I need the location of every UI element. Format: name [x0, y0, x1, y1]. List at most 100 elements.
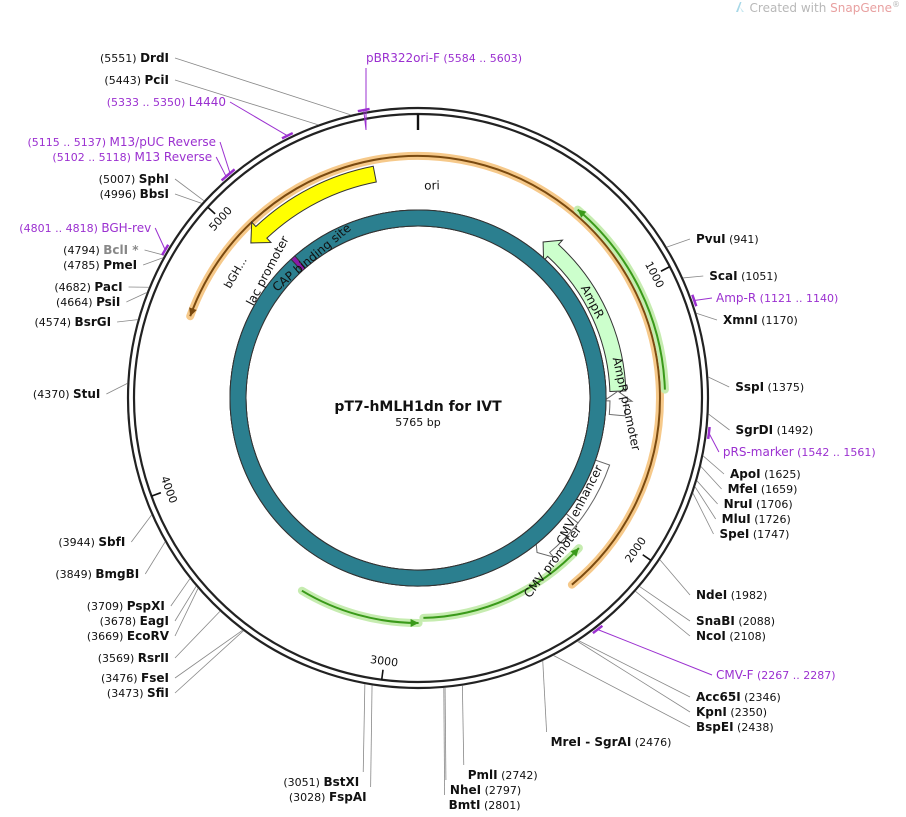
site-label-bmgbi[interactable]: (3849) BmgBI — [55, 567, 139, 581]
site-leader-mrei-sgrai — [542, 660, 548, 733]
primer-label-m13-reverse[interactable]: (5102 .. 5118) M13 Reverse — [52, 150, 212, 164]
site-label-ncoi[interactable]: NcoI (2108) — [696, 629, 766, 643]
site-leader-sbfi — [131, 514, 152, 543]
site-label-bcli[interactable]: (4794) BclI * — [63, 243, 139, 257]
site-leader-kpni — [577, 641, 691, 713]
feature-ampr[interactable] — [542, 239, 627, 392]
site-label-bbsi[interactable]: (4996) BbsI — [100, 187, 169, 201]
primer-mark-prs-marker[interactable] — [706, 426, 711, 440]
site-label-nhei[interactable]: NheI (2797) — [450, 783, 521, 797]
feature-ampr-promoter[interactable] — [602, 390, 634, 417]
site-label-stui[interactable]: (4370) StuI — [33, 387, 100, 401]
site-position: (2742) — [498, 769, 538, 782]
primer-name: Amp-R — [716, 291, 756, 305]
site-label-sfii[interactable]: (3473) SfiI — [107, 686, 169, 700]
tick-label-1000: 1000 — [642, 259, 666, 290]
snapgene-watermark: Created with SnapGene® — [734, 0, 900, 15]
site-name: PmeI — [103, 258, 137, 272]
site-name: EagI — [140, 614, 169, 628]
site-label-mlui[interactable]: MluI (1726) — [722, 512, 791, 526]
site-label-bmti[interactable]: BmtI (2801) — [449, 798, 521, 812]
site-label-spei[interactable]: SpeI (1747) — [719, 527, 789, 541]
site-label-pvui[interactable]: PvuI (941) — [696, 232, 759, 246]
site-label-sphi[interactable]: (5007) SphI — [99, 172, 169, 186]
site-position: (941) — [726, 233, 759, 246]
site-label-bsrgi[interactable]: (4574) BsrGI — [34, 315, 111, 329]
site-label-sspi[interactable]: SspI (1375) — [735, 380, 804, 394]
site-label-pspxi[interactable]: (3709) PspXI — [87, 599, 165, 613]
site-label-eagi[interactable]: (3678) EagI — [100, 614, 169, 628]
feature-label-ori: ori — [424, 178, 440, 192]
site-label-rsrii[interactable]: (3569) RsrII — [98, 651, 169, 665]
primer-label-cmv-f[interactable]: CMV-F (2267 .. 2287) — [716, 668, 836, 682]
primer-leader-l4440 — [229, 101, 288, 137]
feature-ori[interactable] — [250, 165, 377, 244]
site-label-sgrdi[interactable]: SgrDI (1492) — [736, 423, 814, 437]
site-name: DrdI — [140, 51, 169, 65]
orf-green-bottom-arrowhead — [570, 548, 579, 557]
site-position: (1625) — [761, 468, 801, 481]
site-name: StuI — [73, 387, 100, 401]
primer-name: CMV-F — [716, 668, 754, 682]
site-position: (1170) — [758, 314, 798, 327]
site-label-sbfi[interactable]: (3944) SbfI — [58, 535, 125, 549]
snapgene-logo-icon — [735, 2, 744, 12]
site-position: (2438) — [734, 721, 774, 734]
tick-mark-2000 — [642, 554, 652, 562]
plasmid-length: 5765 bp — [395, 416, 440, 429]
site-label-pcii[interactable]: (5443) PciI — [104, 73, 169, 87]
site-label-pmei[interactable]: (4785) PmeI — [63, 258, 137, 272]
site-position: (4574) — [34, 316, 74, 329]
primer-name: M13 Reverse — [134, 150, 212, 164]
primer-range: (4801 .. 4818) — [19, 222, 101, 235]
site-name: NheI — [450, 783, 481, 797]
primer-label-amp-r[interactable]: Amp-R (1121 .. 1140) — [716, 291, 838, 305]
site-label-bstxi[interactable]: (3051) BstXI — [283, 775, 359, 789]
site-name: ApoI — [730, 467, 761, 481]
site-leader-pcii — [174, 79, 319, 126]
orf-green-lower-glow — [297, 586, 423, 628]
site-label-fsei[interactable]: (3476) FseI — [101, 671, 169, 685]
orf-green-ampr — [577, 208, 666, 390]
feature-cap-binding-site[interactable] — [229, 209, 607, 587]
site-label-scai[interactable]: ScaI (1051) — [709, 269, 777, 283]
site-label-snabi[interactable]: SnaBI (2088) — [696, 614, 775, 628]
site-name: NruI — [724, 497, 753, 511]
primer-label-pbr322ori-f[interactable]: pBR322ori-F (5584 .. 5603) — [366, 51, 522, 65]
primer-label-m13-puc-reverse[interactable]: (5115 .. 5137) M13/pUC Reverse — [27, 135, 216, 149]
site-label-ndei[interactable]: NdeI (1982) — [696, 588, 767, 602]
primer-mark-l4440[interactable] — [281, 131, 294, 140]
site-position: (4996) — [100, 188, 140, 201]
primer-range: (1542 .. 1561) — [794, 446, 876, 459]
site-label-xmni[interactable]: XmnI (1170) — [723, 313, 798, 327]
site-label-pmli[interactable]: PmlI (2742) — [468, 768, 538, 782]
site-leader-spei — [692, 493, 714, 535]
site-label-fspai[interactable]: (3028) FspAI — [289, 790, 367, 804]
tick-label-4000: 4000 — [158, 474, 180, 505]
site-name: KpnI — [696, 705, 727, 719]
site-position: (1659) — [757, 483, 797, 496]
site-label-mrei-sgrai[interactable]: MreI - SgrAI (2476) — [551, 735, 672, 749]
primer-leader-m13-puc-reverse — [219, 141, 231, 174]
primer-label-bgh-rev[interactable]: (4801 .. 4818) BGH-rev — [19, 221, 151, 235]
site-label-acc65i[interactable]: Acc65I (2346) — [696, 690, 781, 704]
site-leader-scai — [683, 275, 704, 279]
site-label-ecorv[interactable]: (3669) EcoRV — [87, 629, 170, 643]
site-leader-snabi — [639, 586, 691, 622]
site-label-bspei[interactable]: BspEI (2438) — [696, 720, 774, 734]
primer-leader-amp-r — [694, 297, 713, 301]
site-position: (4664) — [56, 296, 96, 309]
site-leader-sfii — [174, 630, 244, 694]
primer-label-l4440[interactable]: (5333 .. 5350) L4440 — [107, 95, 226, 109]
site-label-drdi[interactable]: (5551) DrdI — [100, 51, 169, 65]
site-label-mfei[interactable]: MfeI (1659) — [728, 482, 798, 496]
site-position: (2088) — [735, 615, 775, 628]
site-label-psii[interactable]: (4664) PsiI — [56, 295, 120, 309]
primer-label-prs-marker[interactable]: pRS-marker (1542 .. 1561) — [723, 445, 876, 459]
site-label-apoi[interactable]: ApoI (1625) — [730, 467, 801, 481]
site-leader-bspei — [553, 655, 691, 728]
site-label-kpni[interactable]: KpnI (2350) — [696, 705, 767, 719]
site-label-nrui[interactable]: NruI (1706) — [724, 497, 793, 511]
site-label-paci[interactable]: (4682) PacI — [54, 280, 122, 294]
site-name: EcoRV — [127, 629, 170, 643]
